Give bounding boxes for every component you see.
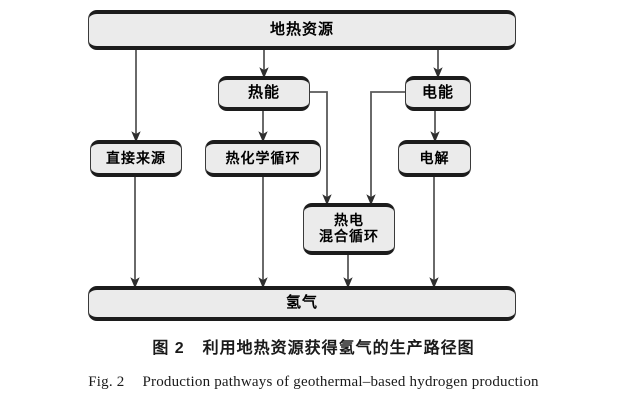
caption-chinese-text: 利用地热资源获得氢气的生产路径图 <box>202 340 475 357</box>
node-thermal-energy-label: 热能 <box>247 84 280 102</box>
node-electrolysis-label: 电解 <box>419 149 450 166</box>
node-direct-source-label: 直接来源 <box>106 149 166 166</box>
caption-english-number: Fig. 2 <box>88 374 125 390</box>
node-geothermal-resource-label: 地热资源 <box>269 20 334 38</box>
node-electrolysis: 电解 <box>398 140 471 177</box>
node-hybrid-cycle: 热电 混合循环 <box>303 203 395 255</box>
node-thermochemical-cycle-label: 热化学循环 <box>225 149 301 166</box>
node-hybrid-cycle-label-line2: 混合循环 <box>319 228 379 244</box>
caption-chinese: 图 2 利用地热资源获得氢气的生产路径图 <box>0 334 627 358</box>
caption-chinese-number: 图 2 <box>152 340 185 357</box>
caption-english-text: Production pathways of geothermal–based … <box>142 374 539 390</box>
caption-english: Fig. 2 Production pathways of geothermal–… <box>0 374 627 391</box>
node-hydrogen-label: 氢气 <box>285 294 318 312</box>
node-hybrid-cycle-label-line1: 热电 <box>334 212 364 229</box>
node-geothermal-resource: 地热资源 <box>88 10 516 50</box>
node-hybrid-cycle-label-wrapper: 热电 混合循环 <box>304 212 394 244</box>
node-hydrogen: 氢气 <box>88 286 516 321</box>
node-direct-source: 直接来源 <box>90 140 182 177</box>
node-electric-energy: 电能 <box>405 76 471 111</box>
node-electric-energy-label: 电能 <box>421 84 454 102</box>
node-thermal-energy: 热能 <box>218 76 310 111</box>
node-thermochemical-cycle: 热化学循环 <box>205 140 321 177</box>
